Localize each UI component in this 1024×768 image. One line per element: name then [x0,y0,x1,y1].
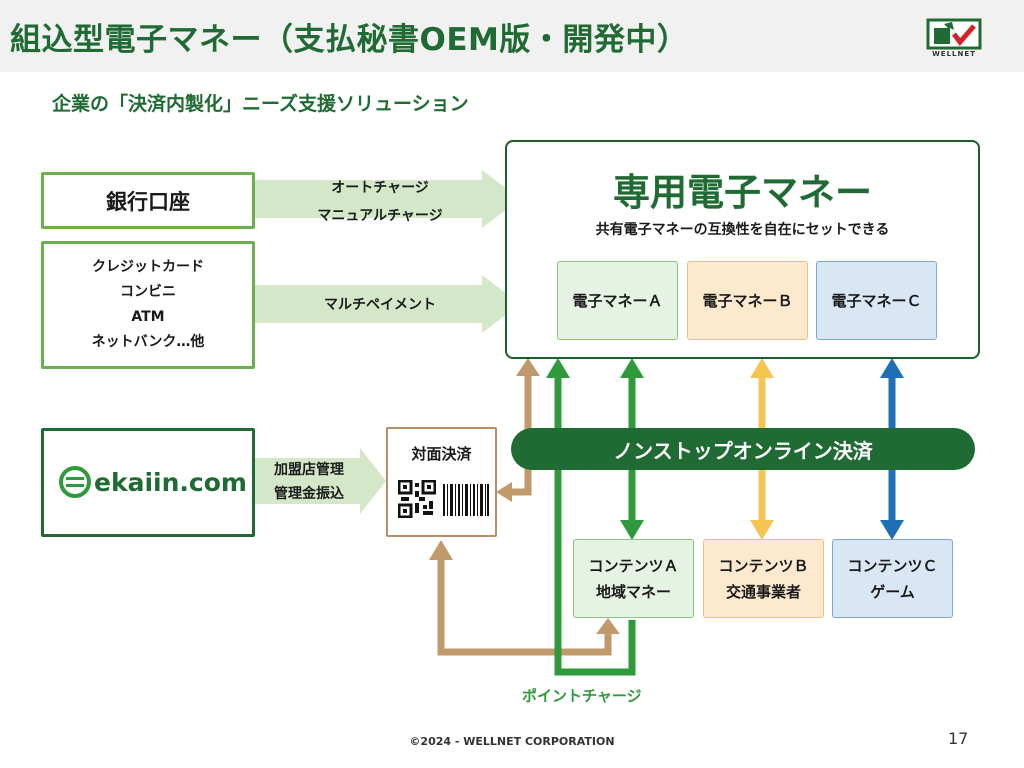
point-charge-arrow [554,376,636,676]
contents-c-box: コンテンツＣ ゲーム [832,539,953,618]
taimen-contents-arrow [437,558,612,656]
method-atm: ATM [131,309,165,325]
merchant-management-label: 加盟店管理 [274,462,344,478]
contents-c-title: コンテンツＣ [847,556,938,575]
contents-b-title: コンテンツＢ [718,556,809,575]
ekaiin-brand: ekaiin.com [94,468,247,497]
qr-code-icon [398,480,436,518]
point-charge-label: ポイントチャージ [522,687,642,705]
ekaiin-arrow-label: 加盟店管理 管理金振込 [258,458,360,506]
fund-transfer-label: 管理金振込 [274,486,344,502]
face-to-face-payment-label: 対面決済 [411,445,472,463]
emoney-a-box: 電子マネーＡ [557,261,678,340]
contents-a-box: コンテンツＡ 地域マネー [573,539,694,618]
emoney-b-label: 電子マネーＢ [702,292,793,310]
page-title: 組込型電子マネー（支払秘書OEM版・開発中） [10,22,689,58]
contents-b-subtitle: 交通事業者 [725,582,801,601]
multi-payment-arrow [255,275,520,333]
multi-payment-label: マルチペイメント [324,297,436,313]
nonstop-online-payment-bar: ノンストップオンライン決済 [511,428,975,470]
payment-methods-box: クレジットカード コンビニ ATM ネットバンク…他 [41,241,255,369]
emoney-c-box: 電子マネーＣ [816,261,937,340]
ekaiin-arrow [255,448,386,514]
emoney-b-box: 電子マネーＢ [687,261,808,340]
bank-charge-arrow [255,170,520,228]
auto-charge-label: オートチャージ [331,180,429,196]
logo-text: WELLNET [932,50,976,58]
method-convenience-store: コンビニ [120,284,176,300]
bank-account-box: 銀行口座 [41,172,255,229]
manual-charge-label: マニュアルチャージ [317,208,443,224]
title-bar [0,0,1024,72]
emoney-c-label: 電子マネーＣ [831,292,922,310]
method-net-bank: ネットバンク…他 [91,334,205,350]
taimen-to-main-arrow [506,372,532,496]
nonstop-label: ノンストップオンライン決済 [613,438,873,463]
ekaiin-box [41,428,255,537]
page-number: 17 [948,729,969,748]
contents-a-title: コンテンツＡ [588,556,679,575]
bank-charge-label: オートチャージ マニュアルチャージ [300,174,460,230]
wellnet-logo: WELLNET [926,18,982,58]
contents-b-box: コンテンツＢ 交通事業者 [703,539,824,618]
copyright-footer: ©2024 - WELLNET CORPORATION [409,735,615,748]
dedicated-emoney-subtitle: 共有電子マネーの互換性を自在にセットできる [595,222,890,238]
dedicated-emoney-title: 専用電子マネー [613,171,872,214]
contents-a-subtitle: 地域マネー [595,582,671,601]
wellnet-logo-icon [926,18,982,50]
contents-c-subtitle: ゲーム [870,582,915,601]
emoney-a-label: 電子マネーＡ [572,292,663,310]
bank-account-label: 銀行口座 [106,189,190,214]
ekaiin-logo-icon [59,466,91,498]
slide-subtitle: 企業の「決済内製化」ニーズ支援ソリューション [52,93,469,115]
barcode-icon [443,484,489,516]
method-credit-card: クレジットカード [92,259,204,275]
